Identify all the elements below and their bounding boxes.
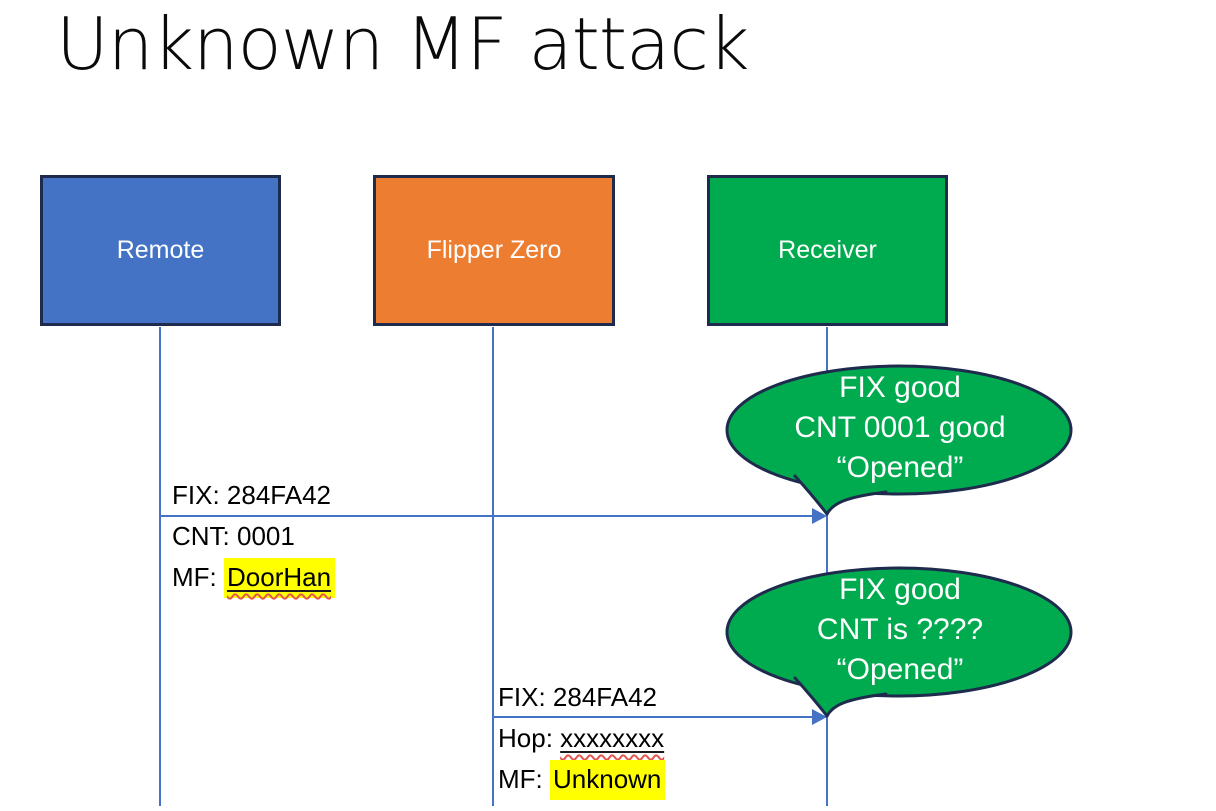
actor-label-remote: Remote [116,236,205,264]
message1-mf-prefix: MF: [172,562,224,592]
remote-lifeline [159,327,161,806]
message2-line-hop: Hop: xxxxxxxx [498,718,665,759]
callout1-text: FIX good CNT 0001 good “Opened” [715,368,1085,488]
message2-mf-value: Unknown [550,760,666,800]
receiver-callout-1: FIX good CNT 0001 good “Opened” [715,356,1085,524]
speech-bubble-shape [725,364,1073,516]
message1-arrowhead-icon [812,508,827,524]
actor-box-receiver: Receiver [707,175,948,326]
message1-line-cnt: CNT: 0001 [172,521,295,551]
callout2-line1: FIX good [839,573,961,606]
actor-label-flipper-zero: Flipper Zero [426,236,562,264]
speech-bubble-tail-edge [825,490,888,516]
speech-bubble-ellipse [725,364,1073,496]
callout1-line1: FIX good [839,371,961,404]
slide-title: Unknown MF attack [56,2,750,86]
message1-label: FIX: 284FA42 CNT: 0001 MF: DoorHan [172,475,336,598]
message2-line-fix: FIX: 284FA42 [498,682,657,712]
actor-box-remote: Remote [40,175,281,326]
callout2-line3: “Opened” [836,653,964,686]
message1-line-fix: FIX: 284FA42 [172,480,331,510]
speech-bubble-tail-edge [793,474,829,516]
callout1-line3: “Opened” [836,451,964,484]
receiver-lifeline [826,327,828,806]
message1-line-mf: MF: DoorHan [172,557,336,598]
actor-box-flipper-zero: Flipper Zero [373,175,615,326]
speech-bubble-shape [725,566,1073,718]
speech-bubble-tail-edge [825,692,888,718]
actor-label-receiver: Receiver [778,236,877,264]
message2-hop-prefix: Hop: [498,723,561,753]
speech-bubble-tail-edge [793,676,829,718]
message2-line-mf: MF: Unknown [498,759,666,800]
callout2-line2: CNT is ???? [816,613,984,646]
message2-arrow-line [493,716,812,718]
message2-hop-value-underline: xxxxxxxx [560,723,664,753]
callout2-text: FIX good CNT is ???? “Opened” [715,570,1085,690]
message1-arrow-line [160,515,812,517]
flipper-zero-lifeline [492,327,494,806]
message1-mf-value: DoorHan [227,562,332,592]
callout1-line2: CNT 0001 good [794,411,1006,444]
speech-bubble-ellipse [725,566,1073,698]
receiver-callout-2: FIX good CNT is ???? “Opened” [715,558,1085,726]
message2-label: FIX: 284FA42 Hop: xxxxxxxx MF: Unknown [498,677,666,800]
message2-mf-prefix: MF: [498,764,550,794]
message1-mf-value-highlight: DoorHan [224,558,336,598]
message2-hop-value: xxxxxxxx [560,723,665,753]
